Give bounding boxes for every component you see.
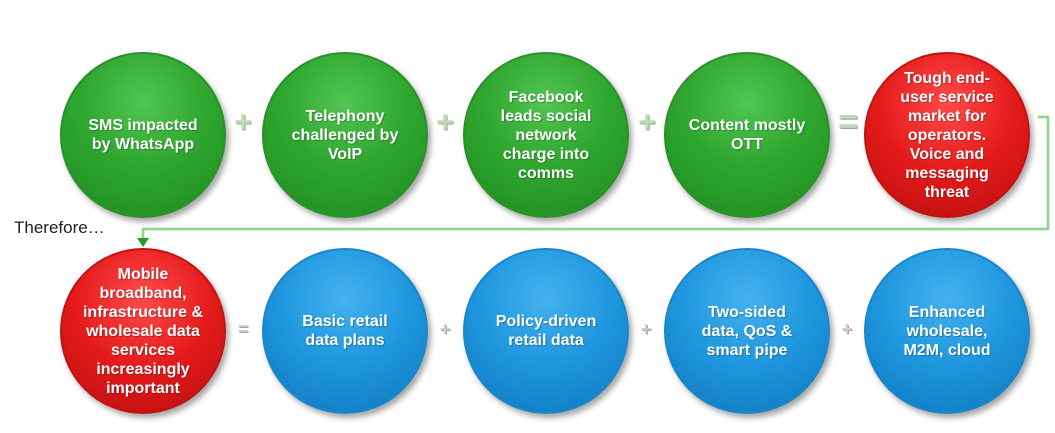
node-telephony: Telephony challenged by VoIP: [262, 52, 428, 218]
equals-icon: =: [237, 318, 249, 339]
node-label: Facebook leads social network charge int…: [500, 88, 592, 182]
node-label: Two-sided data, QoS & smart pipe: [701, 303, 793, 359]
plus-icon: +: [436, 106, 454, 139]
plus-icon: +: [640, 318, 652, 339]
node-label: Enhanced wholesale, M2M, cloud: [903, 303, 991, 359]
connector-line-inner: [142, 116, 1049, 238]
node-enhanced-wholesale: Enhanced wholesale, M2M, cloud: [864, 248, 1030, 414]
node-policy-driven: Policy-driven retail data: [463, 248, 629, 414]
node-mobile-broadband: Mobile broadband, infrastructure & whole…: [60, 248, 226, 414]
plus-icon: +: [841, 318, 853, 339]
node-basic-retail: Basic retail data plans: [262, 248, 428, 414]
node-label: Policy-driven retail data: [495, 313, 597, 349]
node-label: Content mostly OTT: [688, 117, 806, 153]
arrow-down-icon: [137, 238, 149, 247]
plus-icon: +: [638, 106, 656, 139]
node-label: SMS impacted by WhatsApp: [88, 117, 198, 153]
node-content: Content mostly OTT: [664, 52, 830, 218]
equals-icon: =: [838, 102, 858, 141]
node-label: Telephony challenged by VoIP: [291, 107, 399, 163]
node-label: Tough end-user service market for operat…: [900, 69, 994, 201]
node-two-sided: Two-sided data, QoS & smart pipe: [664, 248, 830, 414]
node-label: Mobile broadband, infrastructure & whole…: [82, 265, 204, 397]
node-sms: SMS impacted by WhatsApp: [60, 52, 226, 218]
node-facebook: Facebook leads social network charge int…: [463, 52, 629, 218]
plus-icon: +: [234, 106, 252, 139]
node-label: Basic retail data plans: [302, 313, 388, 349]
node-tough-market: Tough end-user service market for operat…: [864, 52, 1030, 218]
therefore-label: Therefore…: [14, 218, 105, 237]
plus-icon: +: [439, 318, 451, 339]
